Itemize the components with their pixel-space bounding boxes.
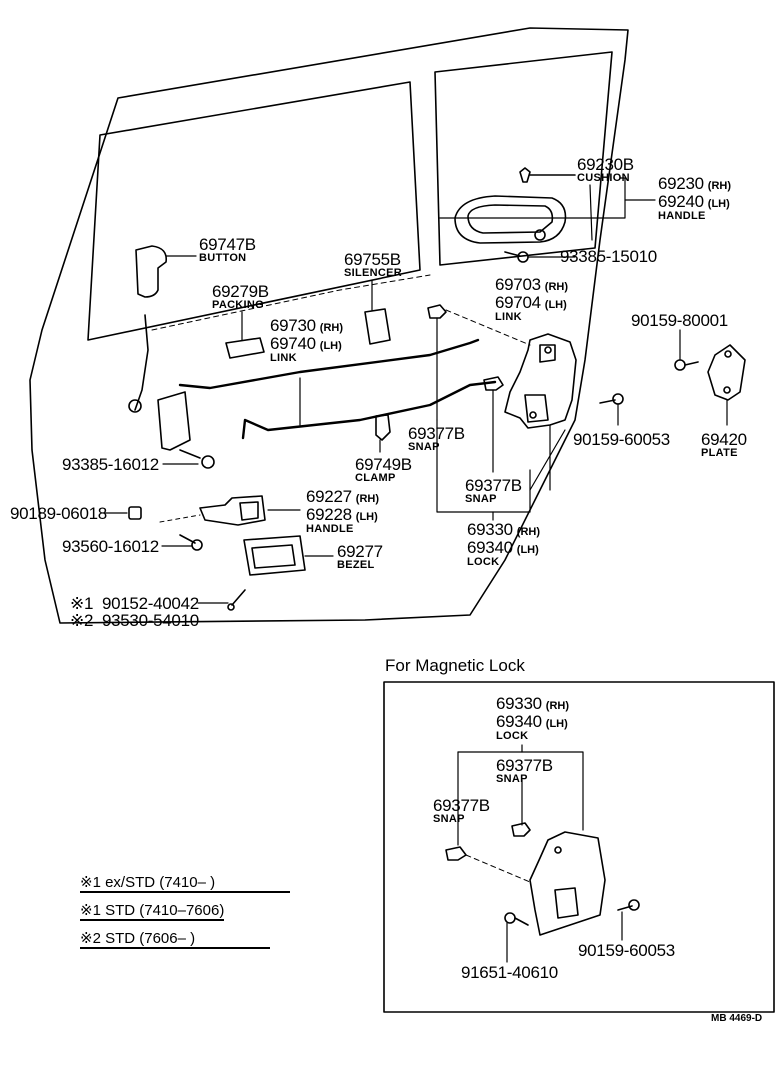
plate-part — [707, 344, 746, 426]
snap-upper-part — [427, 304, 531, 421]
label-bolt-lock: 90159-60053 — [573, 430, 670, 449]
label-screw-bracket: 93385-16012 — [62, 455, 159, 474]
inset-label-snap-b: 69377B SNAP — [433, 796, 490, 825]
nut-part — [104, 506, 142, 520]
bezel-part — [243, 535, 334, 576]
inset-title: For Magnetic Lock — [385, 656, 525, 675]
label-packing: 69279B PACKING — [212, 282, 269, 311]
inset-label-bolt: 90159-60053 — [578, 941, 675, 960]
inset-frame — [383, 681, 775, 1013]
label-screw-handle: 93560-16012 — [62, 537, 159, 556]
label-bezel: 69277 BEZEL — [337, 542, 383, 571]
label-inner-handle: 69227(RH) 69228(LH) HANDLE — [306, 487, 379, 535]
upper-link-rod — [178, 338, 480, 390]
outer-handle-screw — [504, 251, 576, 263]
inset-label-snap-a: 69377B SNAP — [496, 756, 553, 785]
note-1: ※1 ex/STD (7410– ) — [80, 875, 290, 893]
label-screw-bezel: ※1 90152-40042 ※2 93530-54010 — [70, 594, 199, 630]
label-nut: 90189-06018 — [10, 504, 107, 523]
window-frame-rear — [87, 81, 421, 341]
plate-bolt — [674, 329, 699, 371]
outer-handle-part — [454, 195, 567, 244]
bezel-screw — [197, 589, 246, 611]
button-part — [135, 245, 197, 298]
note-3: ※2 STD (7606– ) — [80, 931, 270, 949]
label-cushion: 69230B CUSHION — [577, 155, 634, 184]
inner-handle-part — [159, 495, 301, 526]
window-frame-front — [434, 51, 613, 266]
cushion-part — [519, 167, 576, 183]
label-bolt-plate: 90159-80001 — [631, 311, 728, 330]
packing-part — [225, 311, 265, 359]
note-2: ※1 STD (7410–7606) — [80, 902, 225, 921]
label-link-lower: 69730(RH) 69740(LH) LINK — [270, 316, 343, 364]
inset-bolt — [617, 899, 640, 941]
label-button: 69747B BUTTON — [199, 235, 256, 264]
label-snap-a: 69377B SNAP — [408, 424, 465, 453]
inset-screw — [504, 912, 529, 963]
label-link-upper: 69703(RH) 69704(LH) LINK — [495, 275, 568, 323]
lock-bolt — [599, 393, 624, 426]
label-snap-b: 69377B SNAP — [465, 476, 522, 505]
inset-label-screw: 91651-40610 — [461, 963, 558, 982]
label-outer-handle: 69230(RH) 69240(LH) HANDLE — [658, 174, 731, 222]
lock-part — [504, 333, 577, 491]
label-lock: 69330(RH) 69340(LH) LOCK — [467, 520, 540, 568]
label-screw-outer: 93385-15010 — [560, 247, 657, 266]
diagram-code: MB 4469-D — [711, 1013, 763, 1024]
label-clamp: 69749B CLAMP — [355, 455, 412, 484]
inset-lock-part — [529, 831, 606, 936]
lower-link-rod — [241, 380, 497, 440]
clamp-part — [375, 414, 391, 453]
label-silencer: 69755B SILENCER — [344, 250, 403, 279]
silencer-part — [364, 279, 391, 345]
label-plate: 69420 PLATE — [701, 430, 747, 459]
handle-screw — [161, 534, 203, 551]
inner-bracket — [128, 391, 191, 451]
inset-snap-a — [511, 822, 531, 837]
door-outline — [29, 27, 629, 624]
lock-rod — [134, 314, 149, 411]
inset-snap-b — [445, 846, 531, 883]
inset-label-lock: 69330(RH) 69340(LH) LOCK — [496, 694, 569, 742]
snap-lower-part — [483, 376, 504, 473]
bracket-screw — [162, 449, 215, 469]
